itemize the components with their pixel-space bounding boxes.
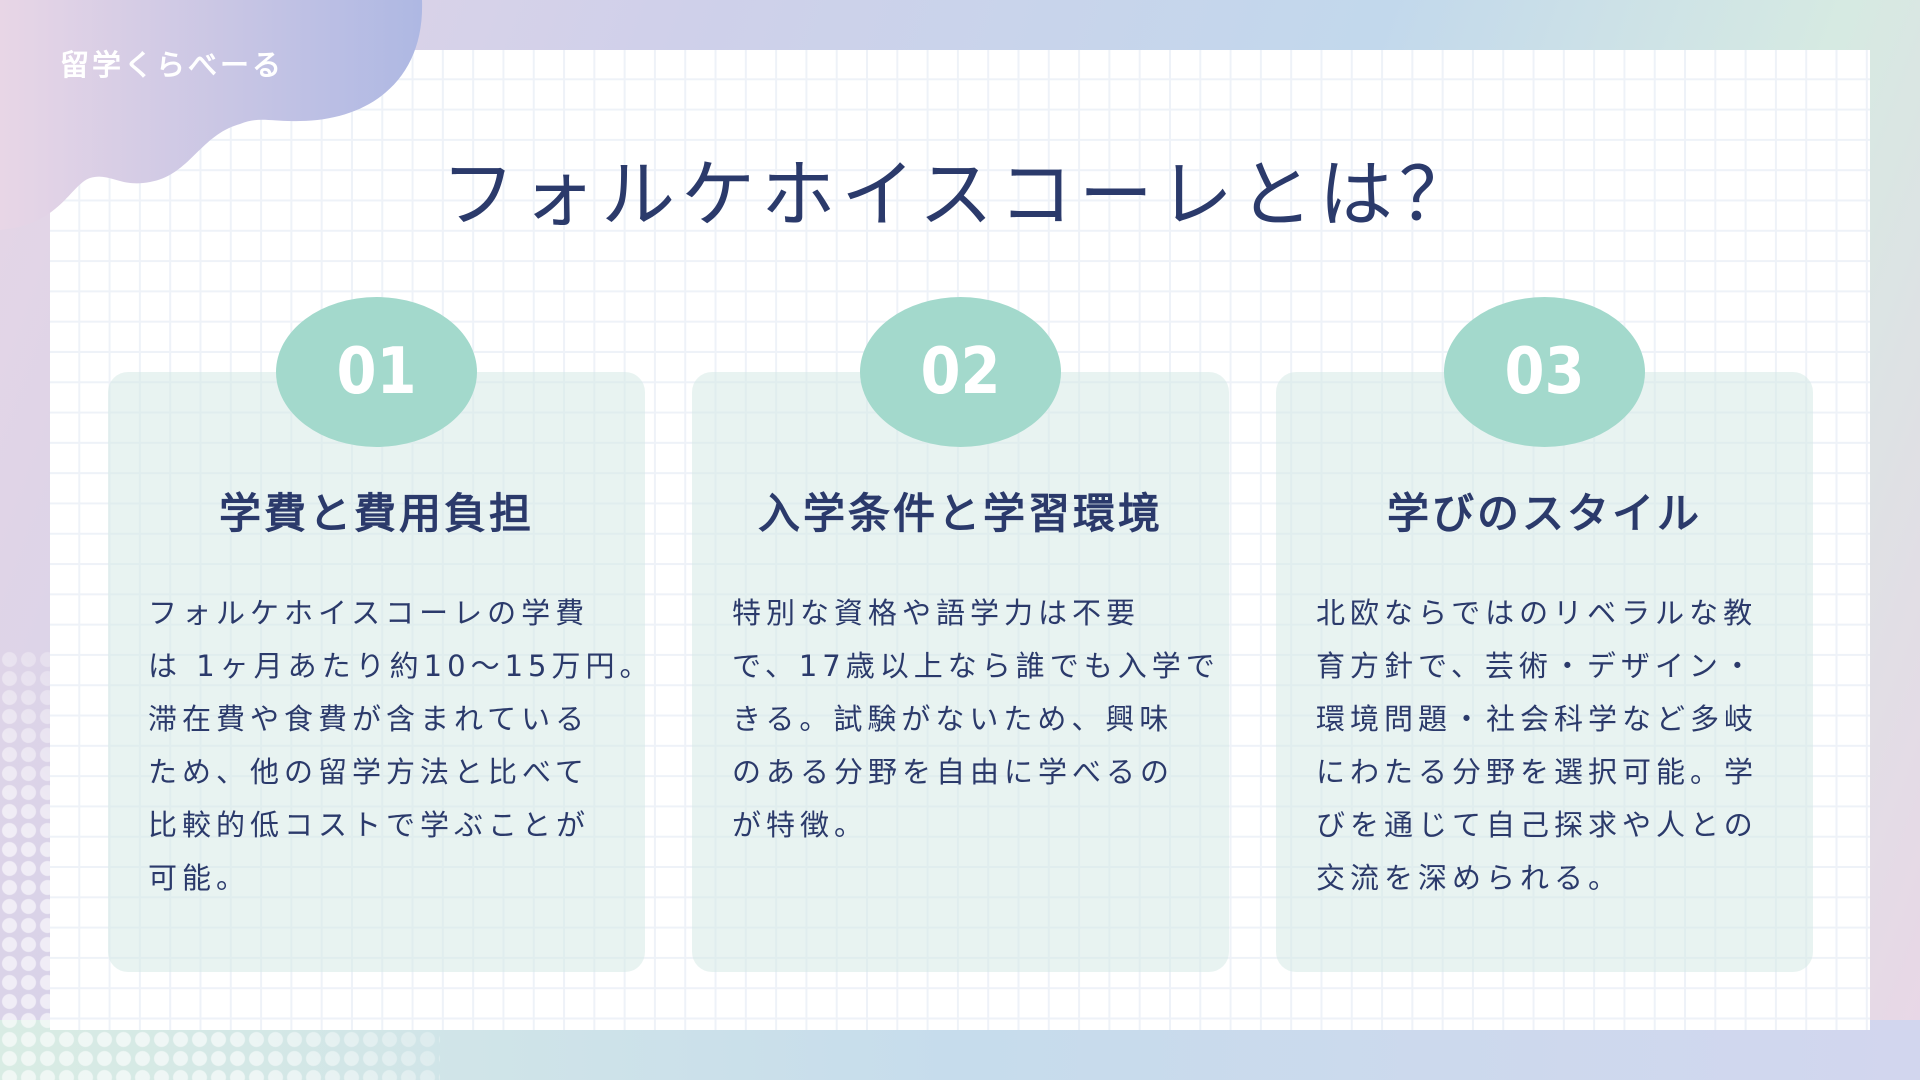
body-line: 北欧ならではのリベラルな教 bbox=[1316, 596, 1758, 630]
card-body: フォルケホイスコーレの学費 は 1ヶ月あたり約10〜15万円。 滞在費や食費が含… bbox=[148, 587, 654, 905]
corner-blob-decoration bbox=[0, 0, 423, 230]
body-line: は 1ヶ月あたり約10〜15万円。 bbox=[148, 649, 654, 683]
body-line: フォルケホイスコーレの学費 bbox=[148, 596, 590, 630]
card-heading: 学びのスタイル bbox=[1386, 489, 1702, 538]
body-line: 特別な資格や語学力は不要 bbox=[732, 596, 1141, 630]
brand-logo: 留学くらべーる bbox=[60, 48, 285, 82]
card-number-badge: 01 bbox=[276, 297, 477, 447]
card-number-badge: 03 bbox=[1444, 297, 1645, 447]
card-body: 北欧ならではのリベラルな教 育方針で、芸術・デザイン・ 環境問題・社会科学など多… bbox=[1316, 587, 1783, 905]
card-heading: 学費と費用負担 bbox=[218, 489, 534, 538]
body-line: が特徴。 bbox=[732, 808, 869, 842]
body-line: 育方針で、芸術・デザイン・ bbox=[1316, 649, 1757, 683]
body-line: 比較的低コストで学ぶことが bbox=[148, 808, 591, 842]
body-line: 可能。 bbox=[148, 861, 251, 895]
body-line: のある分野を自由に学べるの bbox=[732, 755, 1175, 789]
body-line: 環境問題・社会科学など多岐 bbox=[1316, 702, 1759, 736]
body-line: ため、他の留学方法と比べて bbox=[148, 755, 589, 789]
feature-card-3: 03 学びのスタイル 北欧ならではのリベラルな教 育方針で、芸術・デザイン・ 環… bbox=[1276, 297, 1813, 972]
body-line: 交流を深められる。 bbox=[1316, 861, 1623, 895]
body-line: にわたる分野を選択可能。学 bbox=[1316, 755, 1759, 789]
feature-card-1: 01 学費と費用負担 フォルケホイスコーレの学費 は 1ヶ月あたり約10〜15万… bbox=[108, 297, 654, 972]
body-line: びを通じて自己探求や人との bbox=[1316, 808, 1758, 842]
body-line: 滞在費や食費が含まれている bbox=[148, 702, 590, 736]
body-line: きる。試験がないため、興味 bbox=[732, 702, 1174, 736]
feature-card-2: 02 入学条件と学習環境 特別な資格や語学力は不要 で、17歳以上なら誰でも入学… bbox=[692, 297, 1229, 972]
body-line: で、17歳以上なら誰でも入学で bbox=[732, 649, 1220, 683]
card-body: 特別な資格や語学力は不要 で、17歳以上なら誰でも入学で きる。試験がないため、… bbox=[732, 587, 1220, 852]
card-heading: 入学条件と学習環境 bbox=[757, 489, 1163, 538]
page-title: フォルケホイスコーレとは？ bbox=[441, 152, 1479, 238]
card-number-badge: 02 bbox=[860, 297, 1061, 447]
